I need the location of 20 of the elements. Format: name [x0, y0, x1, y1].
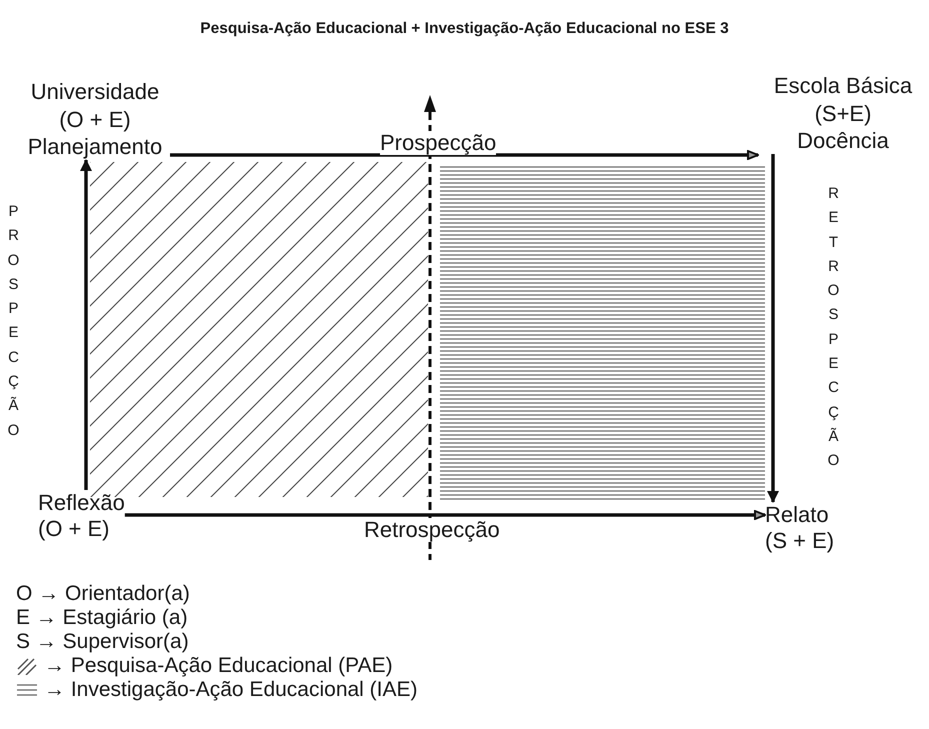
node-text: Planejamento [26, 134, 164, 160]
node-text: Reflexão [38, 490, 125, 516]
arrow [80, 159, 92, 490]
node-text: (S + E) [765, 528, 834, 554]
node-text: Relato [765, 502, 830, 528]
place-heading: Escola Básica (S+E) [772, 72, 914, 128]
arrow [124, 510, 766, 520]
legend-text: → Investigação-Ação Educacional (IAE) [44, 678, 418, 702]
legend-text: S → Supervisor(a) [16, 630, 189, 654]
legend-text: E → Estagiário (a) [16, 606, 188, 630]
place-heading: Universidade (O + E) [30, 78, 160, 134]
legend-text: O → Orientador(a) [16, 582, 190, 606]
arrow [767, 154, 779, 503]
node-text: (O + E) [38, 516, 111, 542]
diagram-title: Pesquisa-Ação Educacional + Investigação-Ação Educacional no ESE 3 [199, 20, 730, 38]
edge-label: Prospecção [380, 131, 496, 155]
arrow [170, 150, 759, 160]
edge-label: Retrospecção [364, 518, 500, 542]
legend-text: → Pesquisa-Ação Educacional (PAE) [44, 654, 393, 678]
node-text: Docência [796, 128, 890, 154]
